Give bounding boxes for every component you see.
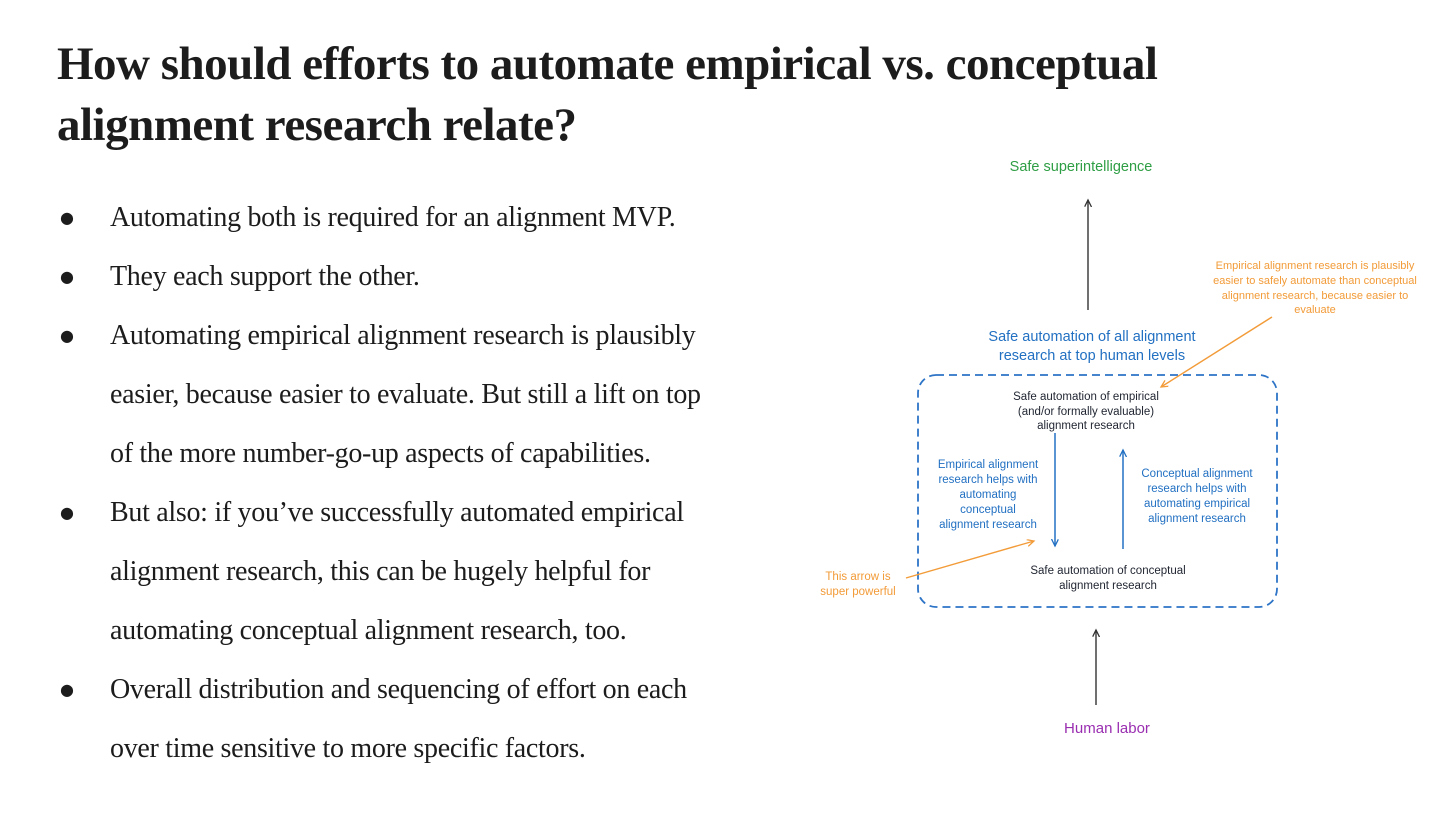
- node-empirical-automation: Safe automation of empirical (and/or for…: [1013, 391, 1159, 432]
- arrow-super-powerful-pointer: [905, 541, 1034, 579]
- arrow-annotation-to-empirical-node: [1161, 316, 1273, 387]
- bullet-item: Automating empirical alignment research …: [58, 306, 898, 483]
- bullet-item: But also: if you’ve successfully automat…: [58, 483, 898, 660]
- page-title: How should efforts to automate empirical…: [57, 38, 1158, 151]
- node-all-alignment-automation: Safe automation of all alignment researc…: [988, 329, 1196, 364]
- node-safe-superintelligence: Safe superintelligence: [1009, 159, 1153, 175]
- bullet-item: They each support the other.: [58, 247, 898, 306]
- bullet-item: Overall distribution and sequencing of e…: [58, 660, 898, 778]
- edge-label-empirical-helps-conceptual: Empirical alignment research helps with …: [937, 459, 1039, 531]
- edge-label-conceptual-helps-empirical: Conceptual alignment research helps with…: [1141, 468, 1253, 525]
- annotation-super-powerful: This arrow is super powerful: [820, 571, 896, 598]
- node-conceptual-automation: Safe automation of conceptual alignment …: [1030, 565, 1186, 592]
- annotation-easier-to-automate: Empirical alignment research is plausibl…: [1213, 260, 1417, 317]
- automation-dashed-box: [917, 374, 1278, 608]
- bullet-item: Automating both is required for an align…: [58, 188, 898, 247]
- node-human-labor: Human labor: [1064, 720, 1150, 737]
- bullet-list: Automating both is required for an align…: [58, 188, 898, 778]
